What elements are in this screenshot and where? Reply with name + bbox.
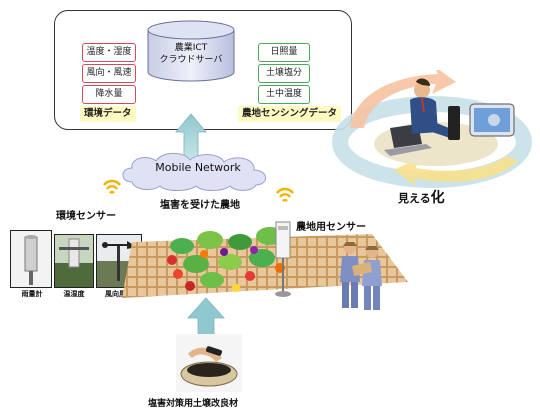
server-name-line2: クラウドサーバ: [146, 54, 236, 66]
visualize-label-accent: 化: [431, 190, 445, 206]
visualization-cycle-icon: [330, 70, 540, 188]
soil-material-label: 塩害対策用土壌改良材: [148, 396, 238, 409]
wireless-signal-icon: [274, 183, 296, 209]
sensor-caption-rain-gauge: 雨量計: [12, 289, 52, 299]
rain-gauge-photo: [10, 230, 52, 288]
field-item-soil-temp: 土中温度: [258, 85, 310, 104]
env-item-wind: 風向・風速: [82, 64, 136, 83]
env-data-label: 環境データ: [80, 106, 136, 122]
wireless-signal-icon: [101, 175, 123, 201]
field-item-sunlight: 日照量: [258, 43, 310, 62]
visualize-label: 見える化: [398, 187, 445, 207]
env-item-temp-humidity: 温度・湿度: [82, 43, 136, 62]
field-sensor-title: 農地用センサー: [296, 218, 366, 233]
field-data-label: 農地センシングデータ: [238, 106, 341, 122]
visualize-label-main: 見える: [398, 192, 431, 205]
server-name: 農業ICT クラウドサーバ: [146, 42, 236, 66]
env-sensor-title: 環境センサー: [56, 207, 116, 222]
env-item-rainfall: 降水量: [82, 85, 136, 104]
soil-material-photo: [176, 334, 242, 392]
field-item-soil-salinity: 土壌塩分: [258, 64, 310, 83]
farmers-illustration: [332, 236, 390, 314]
thermo-hygrometer-photo: [54, 234, 94, 288]
field-label: 塩害を受けた農地: [160, 196, 240, 211]
field-sensor-device-icon: [270, 218, 296, 302]
mobile-network-label: Mobile Network: [138, 161, 258, 174]
server-name-line1: 農業ICT: [146, 42, 236, 54]
sensor-caption-thermo-hygrometer: 温湿度: [54, 289, 94, 299]
